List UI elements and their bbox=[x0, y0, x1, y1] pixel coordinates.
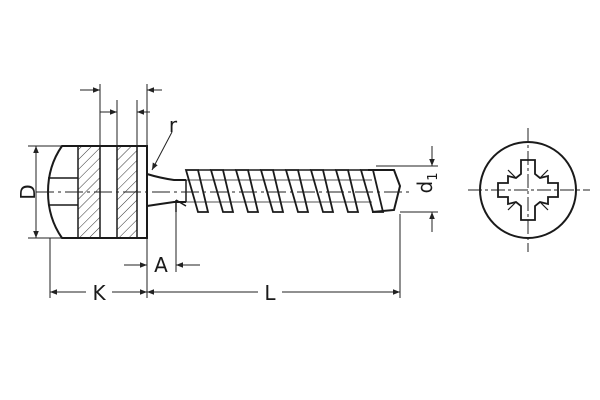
r-leader bbox=[151, 131, 173, 171]
tip-outline bbox=[368, 169, 402, 213]
thread-start-edge bbox=[175, 199, 187, 207]
label-d: D bbox=[16, 184, 40, 199]
thread-flank bbox=[309, 169, 335, 213]
pozi-tick-se bbox=[539, 201, 549, 211]
screw-thread bbox=[184, 169, 386, 213]
pozidriv-recess bbox=[497, 159, 559, 221]
thread-flank bbox=[359, 169, 385, 213]
label-l: L bbox=[264, 281, 276, 305]
screw-tip bbox=[175, 169, 402, 213]
dimension-d: D bbox=[16, 145, 62, 239]
dimension-d1: d1 bbox=[376, 146, 441, 232]
label-d1: d1 bbox=[413, 173, 441, 194]
dimension-k-l: K L bbox=[49, 214, 401, 305]
screw-head-end-view bbox=[468, 128, 590, 252]
pozi-tick-ne bbox=[539, 169, 549, 179]
thread-flank bbox=[334, 169, 360, 213]
dimension-slot-widths bbox=[80, 84, 162, 146]
neck-bottom-edge bbox=[146, 201, 186, 207]
neck-top-edge bbox=[146, 173, 186, 181]
screw-neck bbox=[146, 173, 187, 207]
dimension-r: r bbox=[151, 113, 178, 171]
pozi-tick-nw bbox=[507, 169, 517, 179]
thread-flank bbox=[284, 169, 310, 213]
pozi-tick-sw bbox=[507, 201, 517, 211]
label-r: r bbox=[169, 113, 178, 137]
dimension-a: A bbox=[124, 212, 200, 298]
label-a: A bbox=[154, 253, 168, 277]
thread-flank bbox=[234, 169, 260, 213]
thread-flank bbox=[259, 169, 285, 213]
label-k: K bbox=[92, 281, 106, 305]
thread-flank bbox=[209, 169, 235, 213]
thread-flank bbox=[184, 169, 210, 213]
